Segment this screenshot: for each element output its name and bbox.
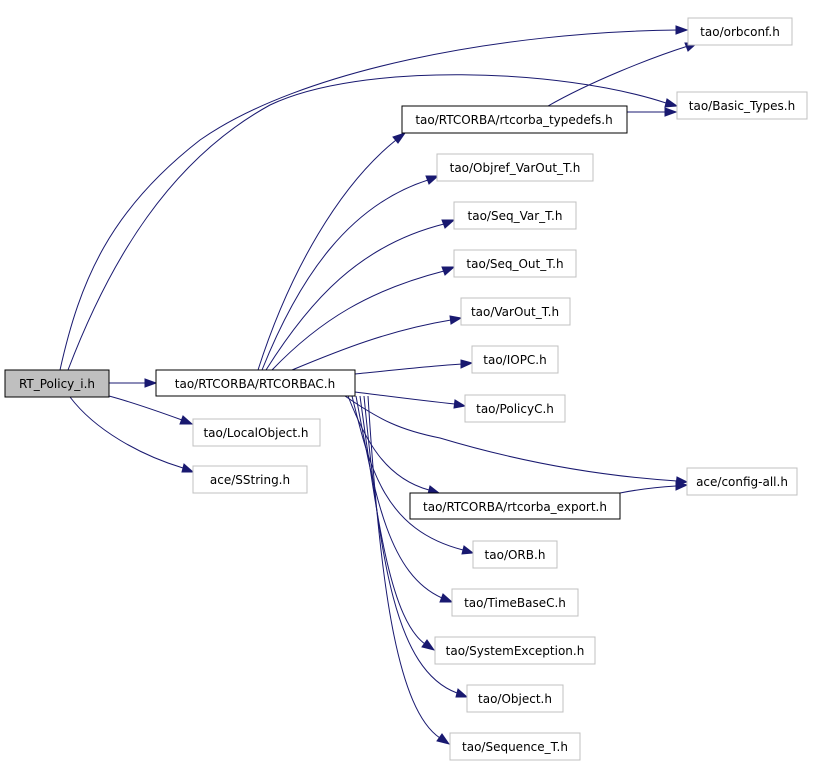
edge-rtcorbac-varout — [291, 319, 452, 371]
edge-arrow — [449, 315, 463, 325]
edge-typedefs-orbconf — [547, 45, 689, 107]
edge-arrow — [675, 25, 689, 35]
edge-rtcorbac-object — [363, 395, 458, 694]
node-rt-policy-i[interactable]: RT_Policy_i.h — [4, 369, 110, 398]
edge-rtpolicy-sstring — [69, 396, 184, 469]
nodes: RT_Policy_i.h tao/RTCORBA/RTCORBAC.h tao… — [4, 17, 808, 761]
edge-rtcorbac-configall — [344, 395, 678, 482]
node-label: tao/LocalObject.h — [203, 426, 308, 440]
node-label: tao/PolicyC.h — [476, 402, 554, 416]
node-basic-types[interactable]: tao/Basic_Types.h — [676, 91, 808, 120]
node-label: tao/Seq_Var_T.h — [468, 209, 563, 223]
node-label: tao/SystemException.h — [446, 644, 585, 658]
edge-arrow — [425, 175, 440, 185]
edge-rtcorbac-seqvar — [265, 223, 445, 371]
node-rtcorba-export[interactable]: tao/RTCORBA/rtcorba_export.h — [409, 492, 621, 520]
edge-arrow — [455, 688, 469, 698]
node-object[interactable]: tao/Object.h — [466, 684, 564, 713]
edge-rtpolicy-basictypes — [67, 74, 667, 371]
edge-rtcorbac-policyc — [354, 391, 456, 405]
edge-arrow — [453, 399, 467, 409]
node-orb[interactable]: tao/ORB.h — [472, 540, 558, 569]
node-sequence-t[interactable]: tao/Sequence_T.h — [449, 732, 581, 761]
node-label: tao/RTCORBA/RTCORBAC.h — [175, 377, 335, 391]
node-local-object[interactable]: tao/LocalObject.h — [192, 418, 321, 447]
edge-rtcorbac-sysexc — [359, 395, 426, 645]
node-label: tao/IOPC.h — [483, 353, 546, 367]
node-policyc[interactable]: tao/PolicyC.h — [464, 394, 566, 423]
node-orbconf[interactable]: tao/orbconf.h — [687, 17, 793, 46]
edge-arrow — [460, 359, 474, 369]
node-sstring[interactable]: ace/SString.h — [192, 465, 308, 494]
edge-rtcorbac-seqout — [271, 270, 445, 371]
edge-arrow — [461, 545, 475, 555]
node-iopc[interactable]: tao/IOPC.h — [471, 345, 559, 374]
edge-rtcorbac-objref — [261, 179, 429, 371]
node-label: ace/SString.h — [210, 473, 290, 487]
edge-rtcorbac-sequence — [367, 395, 441, 739]
node-timebasec[interactable]: tao/TimeBaseC.h — [451, 588, 579, 617]
node-label: tao/VarOut_T.h — [471, 305, 559, 319]
edge-rtpolicy-orbconf — [59, 29, 679, 371]
edge-rtcorbac-iopc — [354, 363, 463, 375]
node-seq-out[interactable]: tao/Seq_Out_T.h — [453, 249, 577, 278]
node-config-all[interactable]: ace/config-all.h — [686, 467, 798, 496]
edge-arrow — [439, 593, 454, 603]
node-label: ace/config-all.h — [696, 475, 788, 489]
node-rtcorbac[interactable]: tao/RTCORBA/RTCORBAC.h — [155, 369, 356, 397]
node-label: tao/Object.h — [478, 692, 552, 706]
edge-rtcorbac-export — [347, 395, 430, 491]
edge-arrow — [179, 415, 194, 425]
edge-rtpolicy-localobject — [108, 395, 183, 421]
edge-arrow — [441, 266, 456, 276]
edge-arrow — [392, 132, 407, 144]
node-label: tao/RTCORBA/rtcorba_export.h — [423, 500, 607, 514]
edge-export-configall — [619, 485, 677, 494]
edge-arrow — [421, 639, 436, 651]
edge-arrow — [664, 98, 679, 108]
node-label: tao/TimeBaseC.h — [464, 596, 566, 610]
edge-rtcorbac-timebase — [355, 395, 443, 599]
node-varout[interactable]: tao/VarOut_T.h — [460, 297, 571, 326]
edge-arrow — [436, 733, 451, 745]
edges — [59, 25, 699, 745]
node-label: tao/Objref_VarOut_T.h — [450, 161, 581, 175]
node-label: tao/Seq_Out_T.h — [466, 257, 563, 271]
edge-rtcorbac-orb — [351, 395, 464, 551]
node-label: tao/Sequence_T.h — [462, 740, 568, 754]
node-label: tao/RTCORBA/rtcorba_typedefs.h — [415, 113, 612, 127]
node-label: RT_Policy_i.h — [19, 377, 95, 391]
edge-arrow — [144, 378, 158, 388]
node-rtcorba-typedefs[interactable]: tao/RTCORBA/rtcorba_typedefs.h — [401, 105, 628, 134]
edge-arrow — [441, 219, 456, 229]
node-system-exception[interactable]: tao/SystemException.h — [434, 636, 596, 665]
node-seq-var[interactable]: tao/Seq_Var_T.h — [453, 201, 577, 230]
edge-rtcorbac-typedefs — [257, 139, 397, 371]
node-label: tao/ORB.h — [485, 548, 546, 562]
node-label: tao/orbconf.h — [700, 25, 780, 39]
node-label: tao/Basic_Types.h — [689, 99, 795, 113]
node-objref-varout[interactable]: tao/Objref_VarOut_T.h — [436, 153, 594, 182]
edge-arrow — [664, 107, 678, 117]
edge-arrow — [675, 481, 689, 491]
edge-arrow — [181, 463, 195, 473]
